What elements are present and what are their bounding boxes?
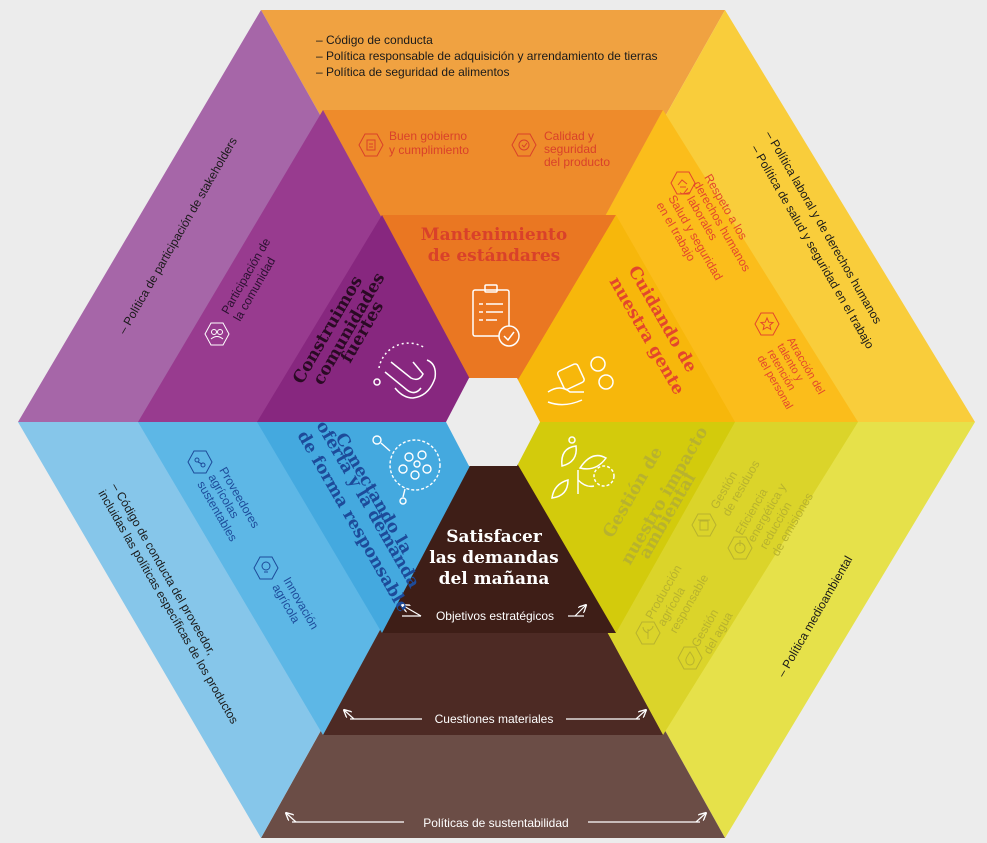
- sustainability-policies-label: Políticas de sustentabilidad: [423, 816, 568, 830]
- top-objective: Mantenimiento de estándares: [421, 225, 568, 266]
- top-objective-line-2: de estándares: [428, 246, 560, 266]
- top-issue-1-line-2: y cumplimiento: [389, 143, 469, 157]
- globe-network-icon: [372, 435, 441, 505]
- innovation-icon: [253, 556, 279, 580]
- human-rights-icon: [670, 171, 696, 195]
- bottom-objective-line-3: del mañana: [439, 569, 550, 589]
- top-policy-1: – Código de conducta: [316, 33, 433, 47]
- people-care-icon: [547, 356, 614, 406]
- top-policy-2: – Política responsable de adquisición y …: [316, 49, 658, 63]
- material-layer-label: Cuestiones materiales: [344, 710, 646, 726]
- inner-sector-lower-left: [257, 422, 493, 633]
- inner-sector-lower-right: [493, 422, 735, 633]
- leaves-icon: [551, 436, 615, 499]
- inner-ring-objectives: [257, 215, 735, 633]
- top-policy-3: – Política de seguridad de alimentos: [316, 65, 509, 79]
- community-icon: [204, 322, 230, 346]
- top-issue-2-line-2: seguridad: [544, 142, 597, 156]
- supplier-icon: [187, 450, 213, 474]
- governance-icon: [358, 133, 384, 157]
- waste-icon: [691, 513, 717, 537]
- quality-check-icon: [511, 133, 537, 157]
- top-issue-1-line-1: Buen gobierno: [389, 129, 467, 143]
- top-issue-2-line-1: Calidad y: [544, 129, 594, 143]
- top-policies: – Código de conducta – Política responsa…: [316, 33, 658, 79]
- hands-icon: [373, 342, 437, 399]
- strategic-layer-label: Objetivos estratégicos: [402, 605, 586, 623]
- top-issue-governance: Buen gobierno y cumplimiento: [358, 129, 469, 157]
- bottom-objective-line-1: Satisfacer: [446, 527, 543, 547]
- center-hexagon: [446, 378, 540, 466]
- energy-icon: [727, 536, 753, 560]
- agriculture-icon: [635, 621, 661, 645]
- top-objective-line-1: Mantenimiento: [421, 225, 568, 245]
- water-icon: [677, 646, 703, 670]
- clipboard-check-icon: [472, 284, 520, 347]
- top-issue-quality: Calidad y seguridad del producto: [511, 129, 610, 169]
- policies-layer-label: Políticas de sustentabilidad: [286, 813, 706, 830]
- inner-sector-bottom: [382, 422, 616, 633]
- inner-sector-top: [382, 215, 616, 422]
- bottom-objective-line-2: las demandas: [429, 548, 559, 568]
- top-issue-2-line-3: del producto: [544, 155, 610, 169]
- material-issues-label: Cuestiones materiales: [435, 712, 554, 726]
- inner-sector-upper-right: [493, 215, 735, 422]
- strategic-objectives-label: Objetivos estratégicos: [436, 609, 554, 623]
- talent-star-icon: [754, 312, 780, 336]
- inner-sector-upper-left: [257, 215, 493, 422]
- bottom-objective: Satisfacer las demandas del mañana: [429, 527, 559, 589]
